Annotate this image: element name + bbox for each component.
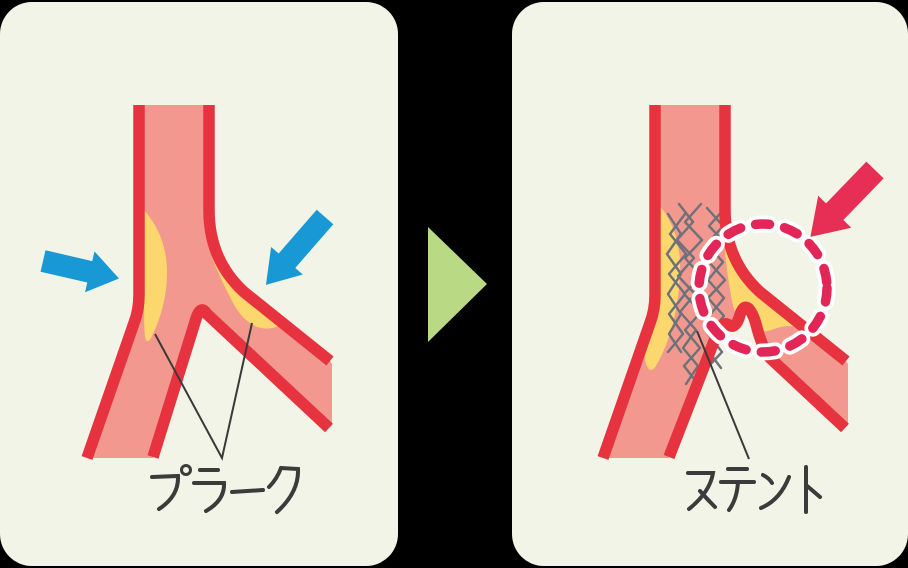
- stent-arrow-icon: [810, 161, 884, 237]
- vessel-before: [40, 105, 334, 514]
- plaque-label-glyphs: [150, 464, 301, 514]
- vessel-wall-left-after: [597, 105, 661, 460]
- vessel-walls-after: [597, 105, 850, 460]
- vessel-wall-right: [203, 105, 334, 366]
- transition-arrow-icon: [428, 227, 487, 342]
- plaque-deposit-left: [144, 210, 167, 342]
- stent-label-glyphs: [686, 465, 822, 514]
- stent-pointer-line: [696, 330, 750, 460]
- vessel-wall-left: [81, 105, 145, 460]
- stent-highlight-circle: [690, 215, 836, 361]
- vessel-wall-right-after: [719, 105, 850, 366]
- narrowing-arrow-left-icon: [40, 250, 120, 293]
- narrowing-arrow-right-icon: [265, 209, 334, 285]
- plaque-pointer-line: [154, 322, 253, 461]
- vessel-walls: [81, 105, 334, 460]
- vessel-wall-carina-after: [663, 301, 849, 460]
- vessel-wall-carina: [147, 304, 333, 459]
- vessel-after: [597, 105, 884, 514]
